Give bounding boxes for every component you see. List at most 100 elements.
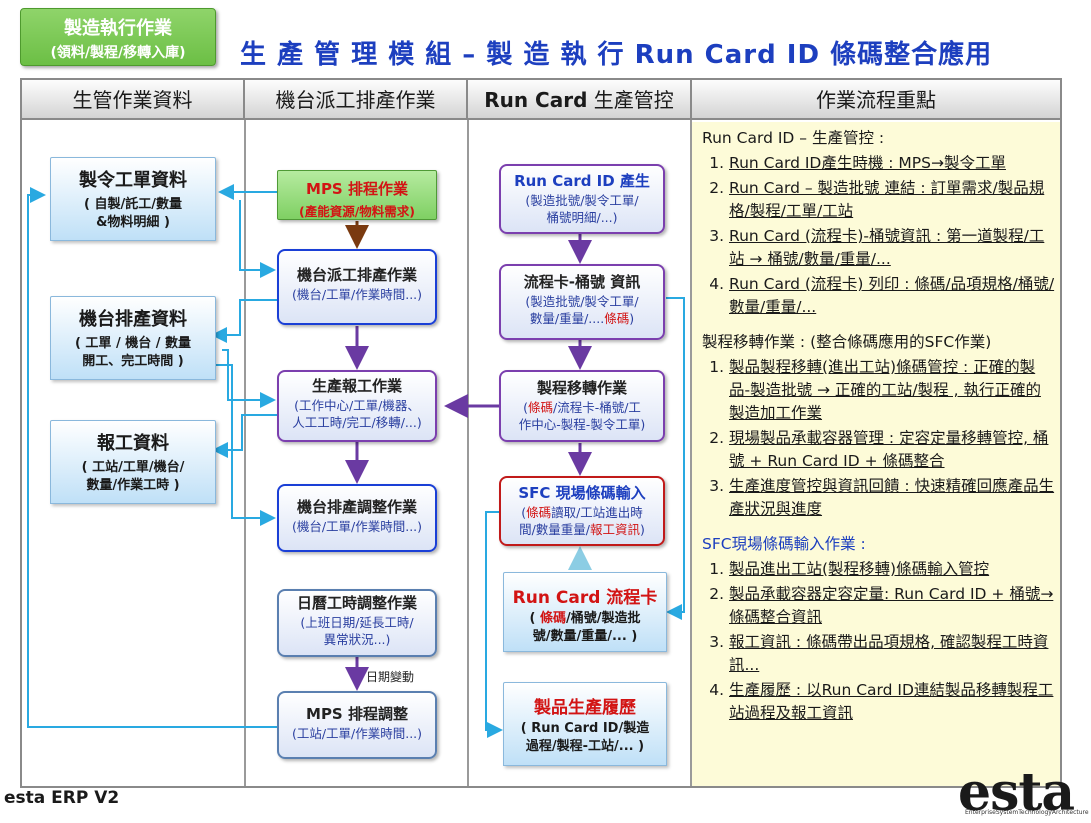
column-divider — [244, 120, 246, 786]
box-sfc-barcode-input: SFC 現場條碼輸入 (條碼讀取/工站進出時間/數量重量/報工資訊) — [499, 476, 665, 546]
doc-sub-part: /桶號/製造批 — [565, 611, 641, 626]
box-mps-adjust: MPS 排程調整 (工站/工單/作業時間...) — [277, 691, 437, 759]
box-runcard-generate: Run Card ID 產生 (製造批號/製令工單/桶號明細/...) — [499, 164, 665, 234]
box-sub-line: 作中心-製程-製令工單) — [518, 417, 646, 432]
doc-product-history: 製品生產履歷 ( Run Card ID/製造過程/製程-工站/... ) — [503, 682, 667, 766]
esta-logo: esta — [958, 762, 1075, 823]
box-sub: (上班日期/延長工時/異常狀況...) — [279, 614, 435, 648]
notes-item: 生產履歷 : 以Run Card ID連結製品移轉製程工站過程及報工資訊 — [729, 679, 1056, 725]
column-header-3-prefix: Run Card — [484, 88, 588, 112]
column-divider — [467, 120, 469, 786]
badge-title: 製造執行作業 — [64, 18, 172, 39]
column-divider — [690, 120, 692, 786]
doc-sub: ( 條碼/桶號/製造批號/數量/重量/... ) — [504, 610, 666, 646]
label-date-change: 日期變動 — [366, 670, 415, 684]
box-sub: (機台/工單/作業時間...) — [291, 287, 423, 302]
barcode-highlight: 條碼 — [527, 400, 553, 415]
arrow-mpsadj-to-workorder — [27, 187, 277, 728]
doc-report-data: 報工資料 ( 工站/工單/機台/數量/作業工時 ) — [50, 420, 216, 504]
doc-sub: ( 工單 / 機台 / 數量開工、完工時間 ) — [51, 335, 215, 371]
box-process-transfer: 製程移轉作業 (條碼/流程卡-桶號/工作中心-製程-製令工單) — [499, 370, 665, 442]
notes-heading: Run Card ID – 生產管控 : — [702, 129, 885, 147]
box-sub-line: (工作中心/工單/機器、 — [294, 398, 420, 413]
box-sub-part: ( — [521, 505, 527, 520]
box-sub: (工站/工單/作業時間...) — [291, 726, 423, 741]
notes-item: Run Card ID產生時機 : MPS→製令工單 — [729, 152, 1056, 175]
notes-item: 製品進出工站(製程移轉)條碼輸入管控 — [729, 558, 1056, 581]
doc-sub-line: ( 自製/託工/數量 — [84, 197, 182, 212]
doc-sub-line: 號/數量/重量/... ) — [532, 629, 638, 644]
box-title: 機台排產調整作業 — [296, 498, 417, 516]
notes-list: 製品製程移轉(進出工站)條碼管控 : 正確的製品-製造批號 → 正確的工站/製程… — [702, 356, 1056, 521]
box-sub-line: 桶號明細/...) — [546, 210, 618, 225]
box-sub-part: 讀取/工站進出時 — [551, 505, 643, 520]
box-flowcard-drum-info: 流程卡-桶號 資訊 (製造批號/製令工單/數量/重量/....條碼) — [499, 264, 665, 340]
doc-title: 製令工單資料 — [79, 170, 187, 191]
box-title: 生產報工作業 — [311, 377, 402, 395]
doc-sub-line: 開工、完工時間 ) — [82, 354, 184, 369]
column-header-3: Run Card 生產管控 — [468, 80, 692, 120]
notes-item: 報工資訊 : 條碼帶出品項規格, 確認製程工時資訊... — [729, 631, 1056, 677]
doc-sub-line: 數量/作業工時 ) — [86, 478, 180, 493]
box-title: Run Card ID 產生 — [514, 172, 650, 190]
doc-sub-line: ( Run Card ID/製造 — [520, 721, 650, 736]
box-sub: (工作中心/工單/機器、人工工時/完工/移轉/...) — [279, 397, 435, 431]
process-notes: Run Card ID – 生產管控 : Run Card ID產生時機 : M… — [702, 127, 1056, 737]
box-sub: (機台/工單/作業時間...) — [291, 519, 423, 534]
notes-section-transfer: 製程移轉作業 : (整合條碼應用的SFC作業) 製品製程移轉(進出工站)條碼管控… — [702, 331, 1056, 521]
badge-subtitle: (領料/製程/移轉入庫) — [50, 45, 186, 61]
footer-product-name: esta ERP V2 — [4, 788, 120, 808]
column-header-1: 生管作業資料 — [22, 80, 245, 120]
box-schedule-adjust: 機台排產調整作業 (機台/工單/作業時間...) — [277, 484, 437, 552]
box-sub: (製造批號/製令工單/桶號明細/...) — [501, 192, 663, 226]
notes-item: Run Card (流程卡) 列印 : 條碼/品項規格/桶號/數量/重量/... — [729, 273, 1056, 319]
box-sub-line: (製造批號/製令工單/ — [525, 193, 639, 208]
box-title: 流程卡-桶號 資訊 — [523, 273, 641, 291]
doc-work-order-data: 製令工單資料 ( 自製/託工/數量&物料明細 ) — [50, 157, 216, 241]
box-calendar-adjust: 日曆工時調整作業 (上班日期/延長工時/異常狀況...) — [277, 589, 437, 657]
doc-sub-line: &物料明細 ) — [96, 215, 170, 230]
box-title: MPS 排程作業 — [306, 180, 408, 198]
arrow-workorder-to-dispatch — [239, 200, 276, 278]
box-title: 製程移轉作業 — [536, 379, 627, 397]
box-sub-line: 人工工時/完工/移轉/...) — [292, 415, 422, 430]
notes-item: Run Card – 製造批號 連結 : 訂單需求/製品規格/製程/工單/工站 — [729, 177, 1056, 223]
doc-runcard-flowcard: Run Card 流程卡 ( 條碼/桶號/製造批號/數量/重量/... ) — [503, 572, 667, 652]
arrow-report-to-reportdata — [212, 414, 277, 458]
notes-heading: 製程移轉作業 : (整合條碼應用的SFC作業) — [702, 333, 992, 351]
doc-sub-part: ( — [529, 611, 540, 626]
doc-sub: ( 自製/託工/數量&物料明細 ) — [51, 196, 215, 232]
column-header-3-label: 生產管控 — [593, 88, 674, 112]
module-badge: 製造執行作業 (領料/製程/移轉入庫) — [20, 8, 216, 66]
barcode-highlight: 條碼 — [539, 611, 566, 626]
box-sub-line: 異常狀況...) — [323, 632, 391, 647]
doc-machine-schedule-data: 機台排產資料 ( 工單 / 機台 / 數量開工、完工時間 ) — [50, 296, 216, 380]
box-title: SFC 現場條碼輸入 — [518, 484, 646, 502]
doc-title: 製品生產履歷 — [534, 698, 636, 718]
arrow-card-to-runcard — [666, 297, 685, 620]
box-title: 機台派工排產作業 — [296, 266, 417, 284]
box-sub: (產能資源/物料需求) — [299, 204, 415, 219]
barcode-highlight: 條碼 — [604, 311, 630, 326]
doc-sub: ( Run Card ID/製造過程/製程-工站/... ) — [504, 720, 666, 756]
box-sub: (製造批號/製令工單/數量/重量/....條碼) — [501, 293, 663, 327]
barcode-highlight: 條碼 — [526, 505, 552, 520]
box-production-report: 生產報工作業 (工作中心/工單/機器、人工工時/完工/移轉/...) — [277, 370, 437, 442]
doc-title: Run Card 流程卡 — [512, 588, 658, 608]
notes-list: Run Card ID產生時機 : MPS→製令工單 Run Card – 製造… — [702, 152, 1056, 319]
notes-heading: SFC現場條碼輸入作業 : — [702, 535, 866, 553]
notes-item: 現場製品承載容器管理 : 定容定量移轉管控, 桶號 + Run Card ID … — [729, 427, 1056, 473]
box-title: MPS 排程調整 — [306, 705, 408, 723]
arrow-machinedata-to-adjust — [212, 364, 276, 526]
notes-panel-bg — [692, 122, 1060, 786]
box-title: 日曆工時調整作業 — [296, 594, 417, 612]
box-machine-dispatch: 機台派工排產作業 (機台/工單/作業時間...) — [277, 249, 437, 325]
doc-sub-line: ( 工單 / 機台 / 數量 — [74, 336, 192, 351]
doc-sub: ( 工站/工單/機台/數量/作業工時 ) — [51, 459, 215, 495]
doc-title: 報工資料 — [97, 433, 169, 454]
notes-item: 製品承載容器定容定量: Run Card ID + 桶號→條碼整合資訊 — [729, 583, 1056, 629]
box-sub: (條碼讀取/工站進出時間/數量重量/報工資訊) — [501, 504, 663, 538]
notes-section-sfc: SFC現場條碼輸入作業 : 製品進出工站(製程移轉)條碼輸入管控 製品承載容器定… — [702, 533, 1056, 725]
box-sub-part: 間/數量重量/ — [519, 522, 591, 537]
